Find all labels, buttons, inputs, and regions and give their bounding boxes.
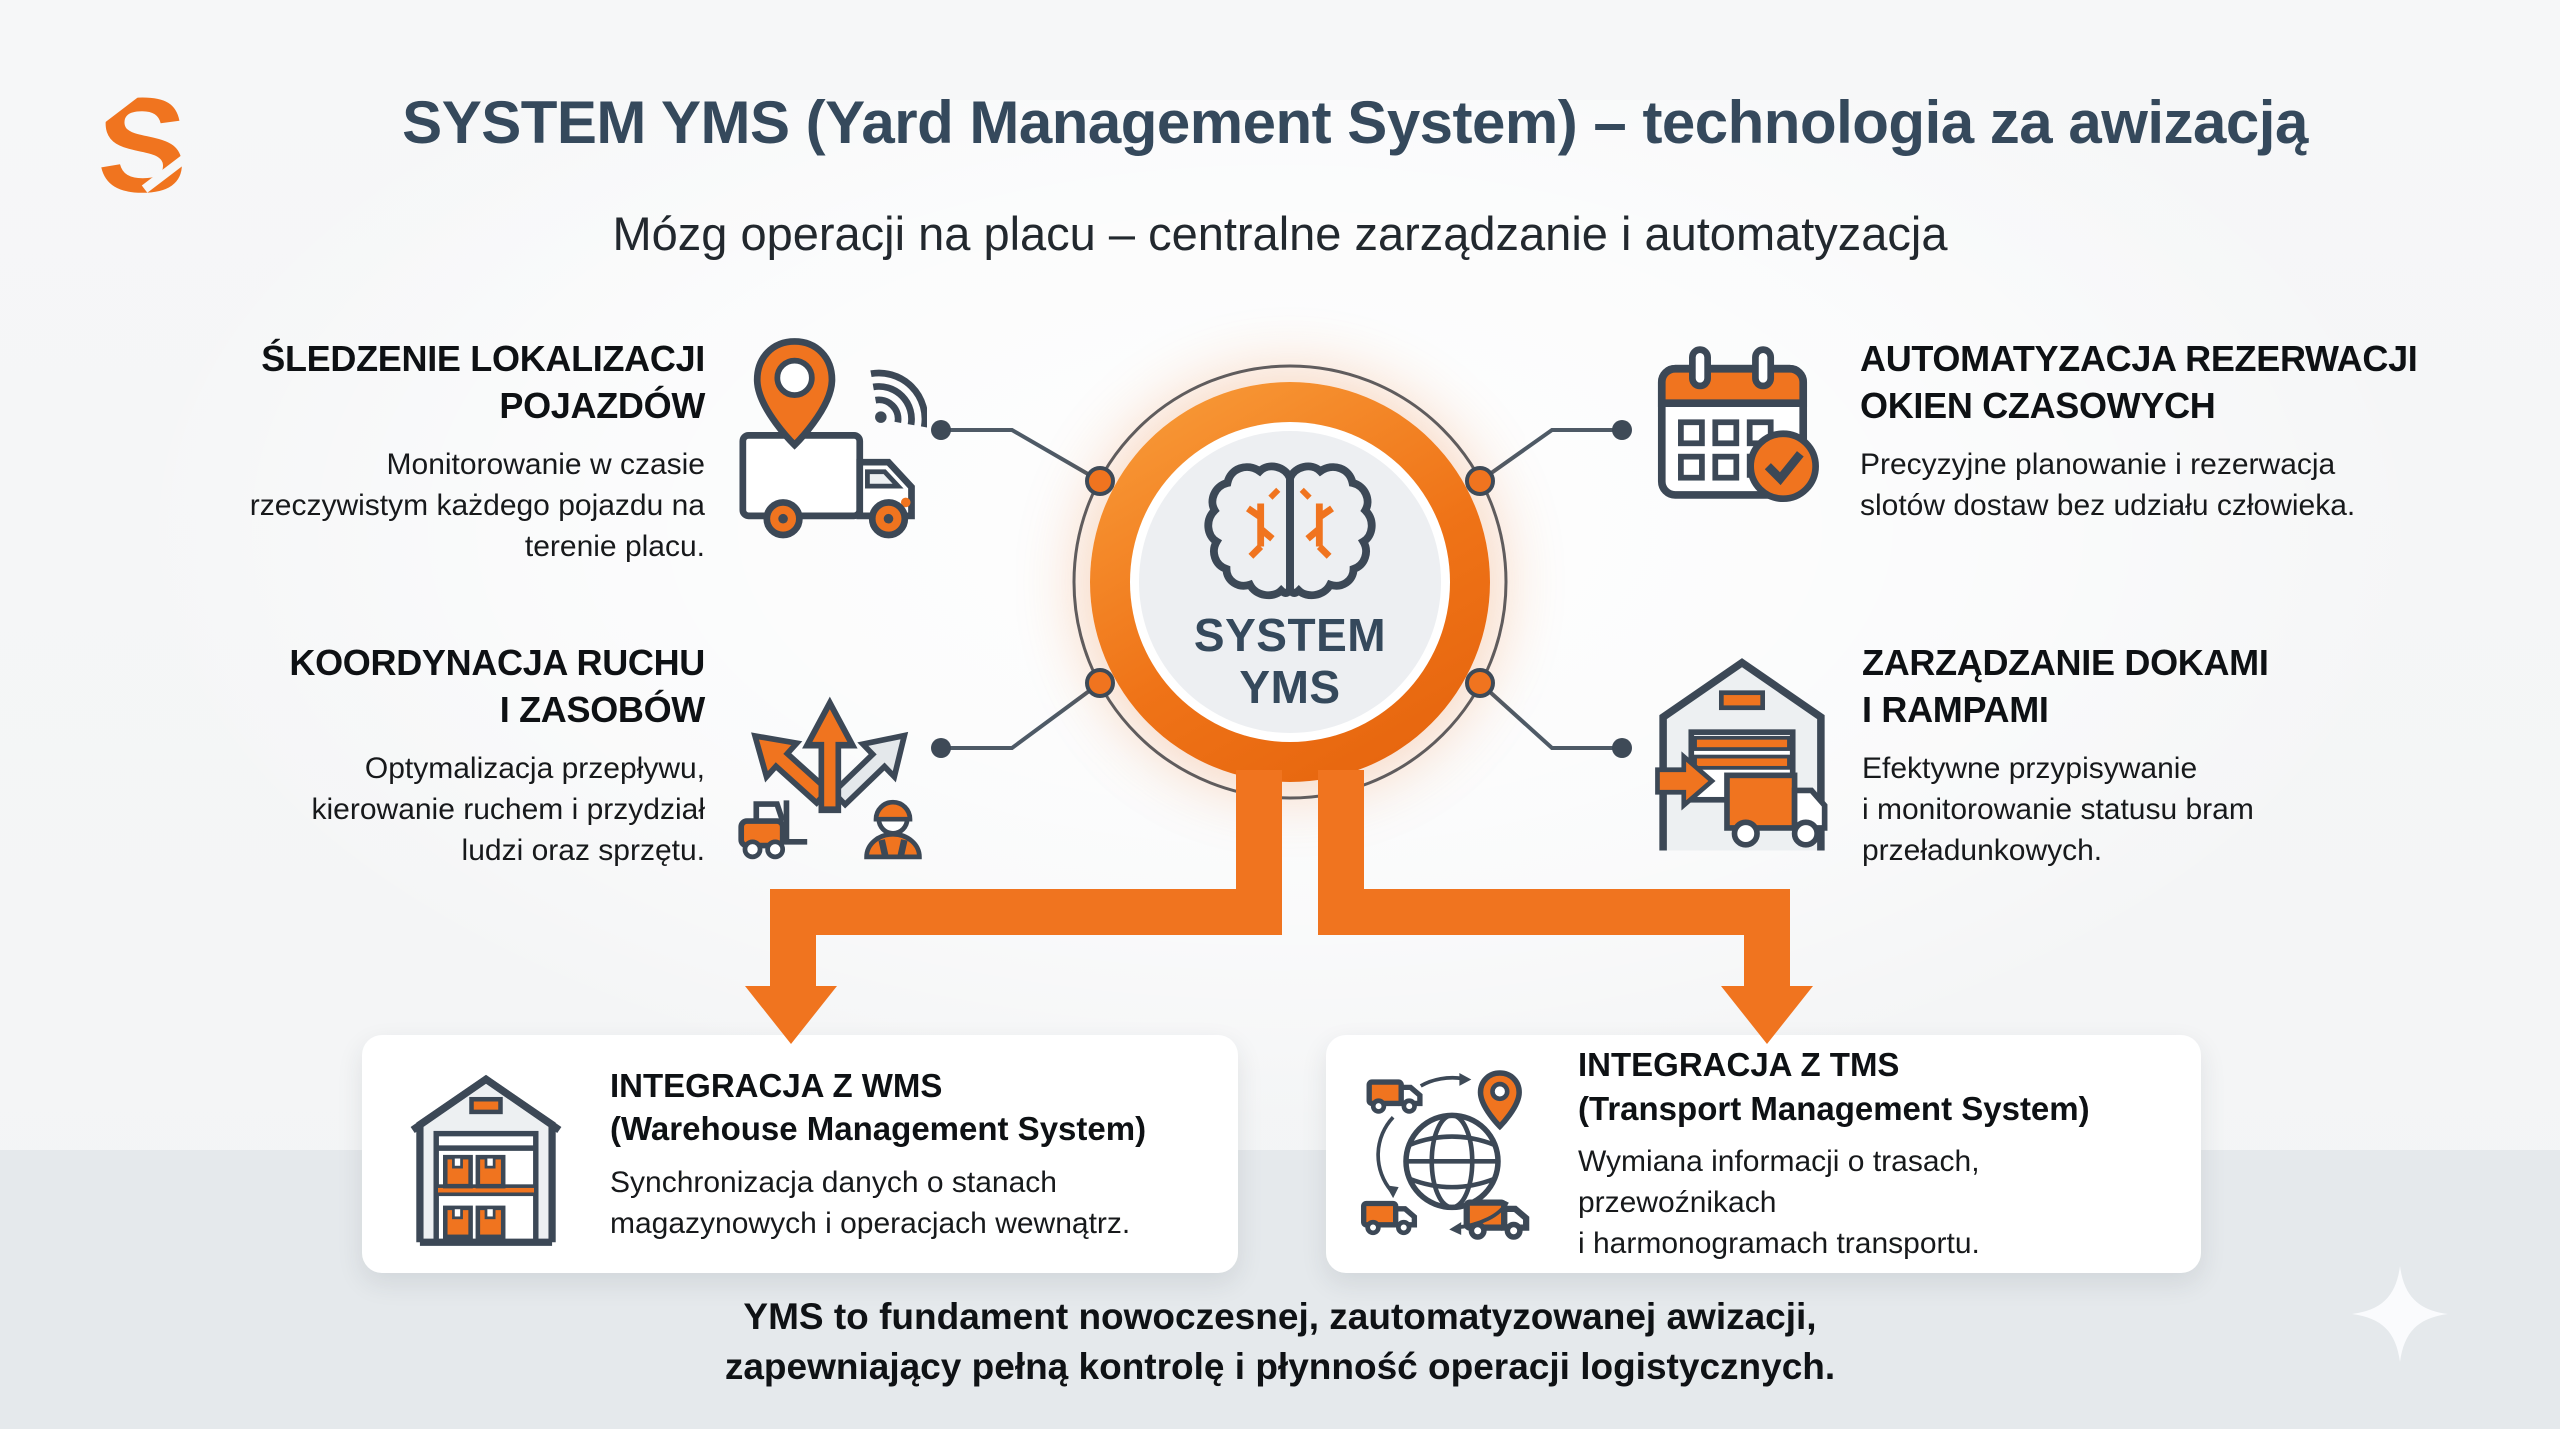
warehouse-shelves-icon	[396, 1061, 576, 1247]
calendar-check-icon	[1652, 342, 1834, 519]
quadrant-description: Efektywne przypisywanie i monitorowanie …	[1862, 751, 2254, 868]
company-logo: S	[93, 82, 191, 196]
dock-gate-truck-icon	[1648, 642, 1836, 863]
quadrant-dock-management: ZARZĄDZANIE DOKAMI I RAMPAMI Efektywne p…	[1862, 640, 2269, 872]
page-title: SYSTEM YMS (Yard Management System) – te…	[402, 89, 2308, 156]
tms-integration-card: INTEGRACJA Z TMS (Transport Management S…	[1326, 1035, 2201, 1273]
quadrant-vehicle-tracking: ŚLEDZENIE LOKALIZACJI POJAZDÓW Monitorow…	[249, 336, 706, 568]
brain-icon	[1202, 451, 1378, 601]
quadrant-title: AUTOMATYZACJA REZERWACJI OKIEN CZASOWYCH	[1860, 338, 2418, 426]
hub-orange-ring: SYSTEM YMS	[1090, 382, 1490, 782]
hub-inner-circle: SYSTEM YMS	[1139, 431, 1441, 733]
logo-letter: S	[97, 82, 187, 196]
truck-location-pin-icon	[735, 328, 929, 563]
quadrant-title: ZARZĄDZANIE DOKAMI I RAMPAMI	[1862, 642, 2269, 730]
card-text: INTEGRACJA Z WMS (Warehouse Management S…	[610, 1064, 1146, 1245]
card-text: INTEGRACJA Z TMS (Transport Management S…	[1578, 1043, 2167, 1264]
hub-label: SYSTEM YMS	[1193, 608, 1387, 713]
quadrant-slot-automation: AUTOMATYZACJA REZERWACJI OKIEN CZASOWYCH…	[1860, 336, 2418, 526]
globe-transport-icon	[1360, 1062, 1544, 1246]
quadrant-description: Optymalizacja przepływu, kierowanie ruch…	[311, 751, 706, 868]
card-description: Wymiana informacji o trasach, przewoźnik…	[1578, 1145, 1980, 1260]
quadrant-traffic-coordination: KOORDYNACJA RUCHU I ZASOBÓW Optymalizacj…	[289, 640, 705, 872]
wms-integration-card: INTEGRACJA Z WMS (Warehouse Management S…	[362, 1035, 1238, 1273]
card-title: INTEGRACJA Z TMS (Transport Management S…	[1578, 1046, 2090, 1127]
footer-summary: YMS to fundament nowoczesnej, zautomatyz…	[724, 1296, 1836, 1387]
card-title: INTEGRACJA Z WMS (Warehouse Management S…	[610, 1066, 1147, 1148]
hub-white-ring: SYSTEM YMS	[1130, 422, 1450, 742]
yms-hub: SYSTEM YMS	[1090, 382, 1490, 782]
quadrant-description: Monitorowanie w czasie rzeczywistym każd…	[249, 447, 705, 564]
quadrant-title: ŚLEDZENIE LOKALIZACJI POJAZDÓW	[261, 338, 705, 426]
quadrant-description: Precyzyjne planowanie i rezerwacja slotó…	[1860, 447, 2356, 522]
sparkle-icon	[2352, 1266, 2448, 1362]
card-description: Synchronizacja danych o stanach magazyno…	[610, 1165, 1131, 1240]
page-subtitle: Mózg operacji na placu – centralne zarzą…	[612, 207, 1948, 260]
quadrant-title: KOORDYNACJA RUCHU I ZASOBÓW	[289, 642, 705, 730]
route-arrows-forklift-worker-icon	[728, 642, 926, 875]
